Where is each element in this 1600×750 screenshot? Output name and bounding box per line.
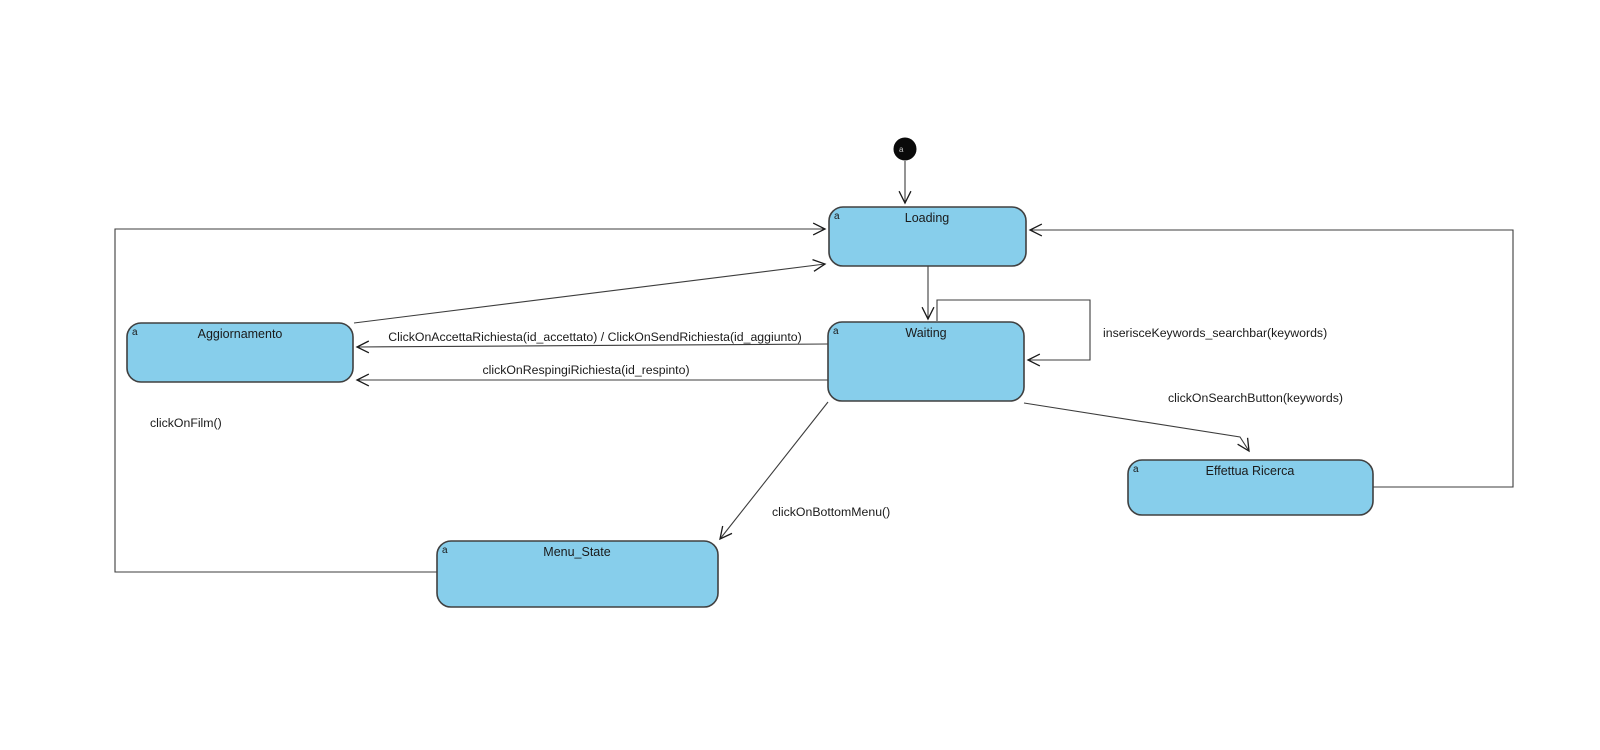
state-waiting-box[interactable] xyxy=(827,321,1025,402)
state-aggiornamento-label: Aggiornamento xyxy=(198,327,283,341)
transition-waiting-to-menu-bottom[interactable] xyxy=(719,401,829,541)
transition-waiting-to-aggiornamento-accetta[interactable] xyxy=(355,340,829,354)
state-aggiornamento-corner-badge: a xyxy=(132,327,138,338)
state-effettua-ricerca-label: Effettua Ricerca xyxy=(1206,464,1295,478)
state-menu-state-corner-badge: a xyxy=(442,545,448,556)
transition-label-accetta-send: ClickOnAccettaRichiesta(id_accettato) / … xyxy=(388,330,802,344)
transition-waiting-to-effettua-search[interactable] xyxy=(1023,402,1250,453)
state-loading-label: Loading xyxy=(905,211,950,225)
state-waiting-label: Waiting xyxy=(905,326,946,340)
state-waiting-corner-badge: a xyxy=(833,326,839,337)
transition-menu-to-loading-film[interactable] xyxy=(114,222,827,573)
state-menu-state-label: Menu_State xyxy=(543,545,610,559)
transition-labels-layer: ClickOnAccettaRichiesta(id_accettato) / … xyxy=(150,326,1343,519)
transition-label-click-on-film: clickOnFilm() xyxy=(150,416,222,430)
state-loading[interactable]: a Loading xyxy=(828,206,1027,267)
transition-label-respingi: clickOnRespingiRichiesta(id_respinto) xyxy=(482,363,689,377)
transition-label-insert-keywords: inserisceKeywords_searchbar(keywords) xyxy=(1103,326,1327,340)
transition-label-bottom-menu: clickOnBottomMenu() xyxy=(772,505,890,519)
transition-waiting-self-keywords[interactable] xyxy=(936,299,1091,367)
state-menu-state[interactable]: a Menu_State xyxy=(436,540,719,608)
transition-aggiornamento-to-loading[interactable] xyxy=(353,258,827,324)
state-effettua-ricerca-box[interactable] xyxy=(1127,459,1374,516)
state-aggiornamento-box[interactable] xyxy=(126,322,354,383)
transitions-layer xyxy=(114,161,1514,573)
state-effettua-ricerca[interactable]: a Effettua Ricerca xyxy=(1127,459,1374,516)
initial-state-corner-badge: a xyxy=(899,145,904,154)
transition-label-search-button: clickOnSearchButton(keywords) xyxy=(1168,391,1343,405)
state-menu-state-box[interactable] xyxy=(436,540,719,608)
state-loading-corner-badge: a xyxy=(834,211,840,222)
state-loading-box[interactable] xyxy=(828,206,1027,267)
state-waiting[interactable]: a Waiting xyxy=(827,321,1025,402)
states-layer: a a Loading a Waiting a Aggiornamento xyxy=(126,137,1374,608)
initial-state-node[interactable]: a xyxy=(893,137,917,161)
transition-effettua-to-loading[interactable] xyxy=(1028,223,1514,488)
state-aggiornamento[interactable]: a Aggiornamento xyxy=(126,322,354,383)
initial-state-circle[interactable] xyxy=(893,137,917,161)
state-effettua-ricerca-corner-badge: a xyxy=(1133,464,1139,475)
